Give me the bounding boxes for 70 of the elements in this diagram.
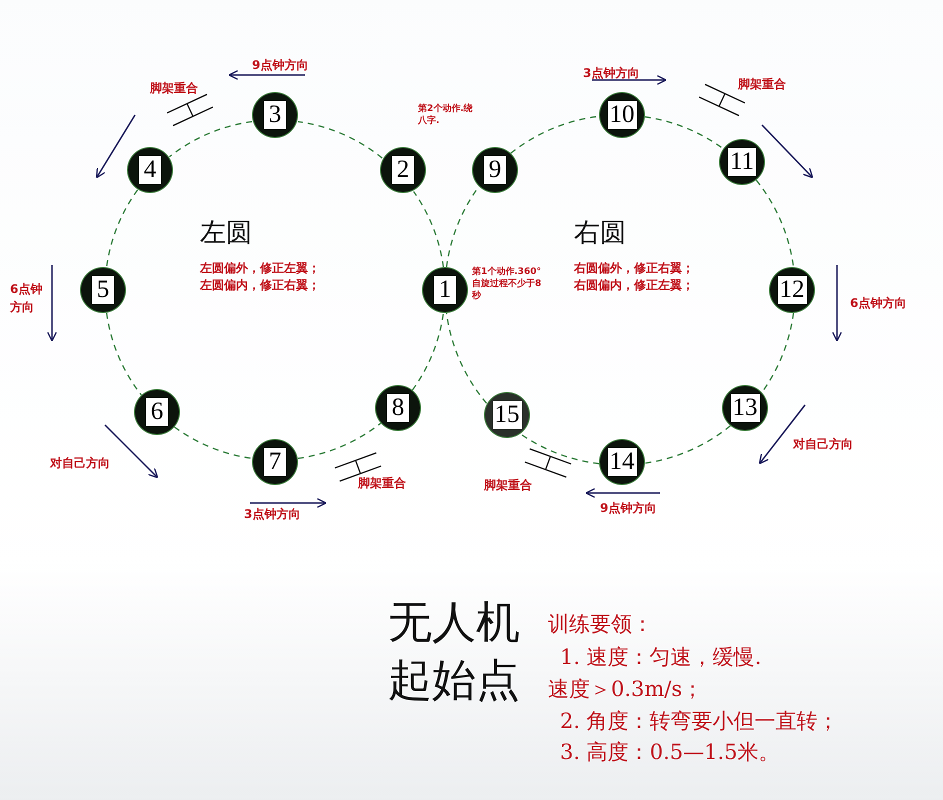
waypoint-circle [600, 440, 644, 484]
training-note: 1. 速度：匀速，缓慢. [560, 644, 762, 671]
waypoint-number: 5 [92, 276, 114, 304]
waypoint-circle [253, 93, 297, 137]
waypoint-circle [376, 386, 420, 430]
waypoint-number: 10 [608, 101, 636, 129]
waypoint-number: 9 [484, 156, 506, 184]
direction-label: 左圆偏内，修正右翼； [200, 277, 320, 294]
training-note: 速度＞0.3m/s； [548, 676, 704, 703]
waypoint-number: 13 [730, 394, 760, 422]
waypoint-number: 2 [392, 156, 414, 184]
training-note: 2. 角度：转弯要小但一直转； [560, 708, 839, 735]
waypoint-circle [128, 148, 172, 192]
waypoint-circle [81, 268, 125, 312]
direction-label: 脚架重合 [738, 76, 786, 93]
waypoint-circle [253, 440, 297, 484]
waypoint-number: 7 [264, 448, 286, 476]
waypoint-number: 11 [728, 148, 756, 176]
start-point-label: 无人机起始点 [388, 596, 521, 708]
dashed-path-line [106, 312, 142, 396]
waypoint-circle [135, 390, 179, 434]
dashed-path-line [174, 426, 252, 460]
waypoint-circle [423, 268, 467, 312]
direction-label: 脚架重合 [358, 475, 406, 492]
direction-label: 3点钟方向 [583, 65, 640, 82]
direction-label: 9点钟方向 [252, 57, 308, 74]
waypoint-circle [723, 386, 767, 430]
dashed-path-line [412, 312, 444, 390]
dashed-path-line [761, 312, 794, 393]
waypoint-number: 8 [387, 394, 409, 422]
direction-label: 对自己方向 [793, 436, 853, 453]
direction-label: 对自己方向 [50, 455, 110, 472]
waypoint-number: 4 [139, 156, 161, 184]
annotation-text: 第2个动作.绕八字. [418, 103, 474, 127]
circle-title: 左圆 [200, 217, 252, 250]
dashed-path-line [169, 120, 252, 158]
waypoint-circle [381, 148, 425, 192]
training-note: 3. 高度：0.5—1.5米。 [560, 739, 780, 766]
dashed-path-line [298, 422, 382, 460]
dashed-path-line [520, 434, 600, 464]
dashed-path-line [756, 180, 794, 268]
dashed-path-line [298, 120, 383, 159]
waypoint-circle [485, 393, 529, 437]
waypoint-number: 3 [264, 101, 286, 129]
dashed-path-line [644, 425, 731, 464]
dashed-path-line [413, 191, 444, 268]
waypoint-circle [600, 93, 644, 137]
training-note: 训练要领： [548, 611, 653, 638]
waypoint-number: 6 [146, 398, 168, 426]
direction-label: 右圆偏外，修正右翼； [574, 260, 694, 277]
dashed-path-line [644, 116, 724, 150]
waypoint-circle [770, 268, 814, 312]
direction-label: 脚架重合 [484, 477, 532, 494]
direction-label: 6点钟方向 [850, 295, 906, 312]
dashed-path-line [446, 312, 488, 404]
direction-label: 9点钟方向 [600, 500, 656, 517]
direction-label: 左圆偏外，修正左翼； [200, 260, 320, 277]
dashed-path-line [106, 190, 138, 268]
annotation-text: 第1个动作.360° 自旋过程不少于8秒 [472, 266, 542, 302]
direction-label: 脚架重合 [150, 80, 198, 97]
waypoint-circle [720, 140, 764, 184]
waypoint-number: 1 [434, 276, 456, 304]
waypoint-number: 15 [492, 401, 522, 429]
waypoint-circle [473, 148, 517, 192]
waypoint-number: 14 [608, 448, 636, 476]
direction-label: 3点钟方向 [244, 506, 300, 523]
direction-label: 右圆偏内，修正左翼； [574, 277, 694, 294]
circle-title: 右圆 [574, 217, 626, 250]
waypoint-number: 12 [778, 276, 806, 304]
direction-label: 6点钟方向 [10, 281, 44, 316]
